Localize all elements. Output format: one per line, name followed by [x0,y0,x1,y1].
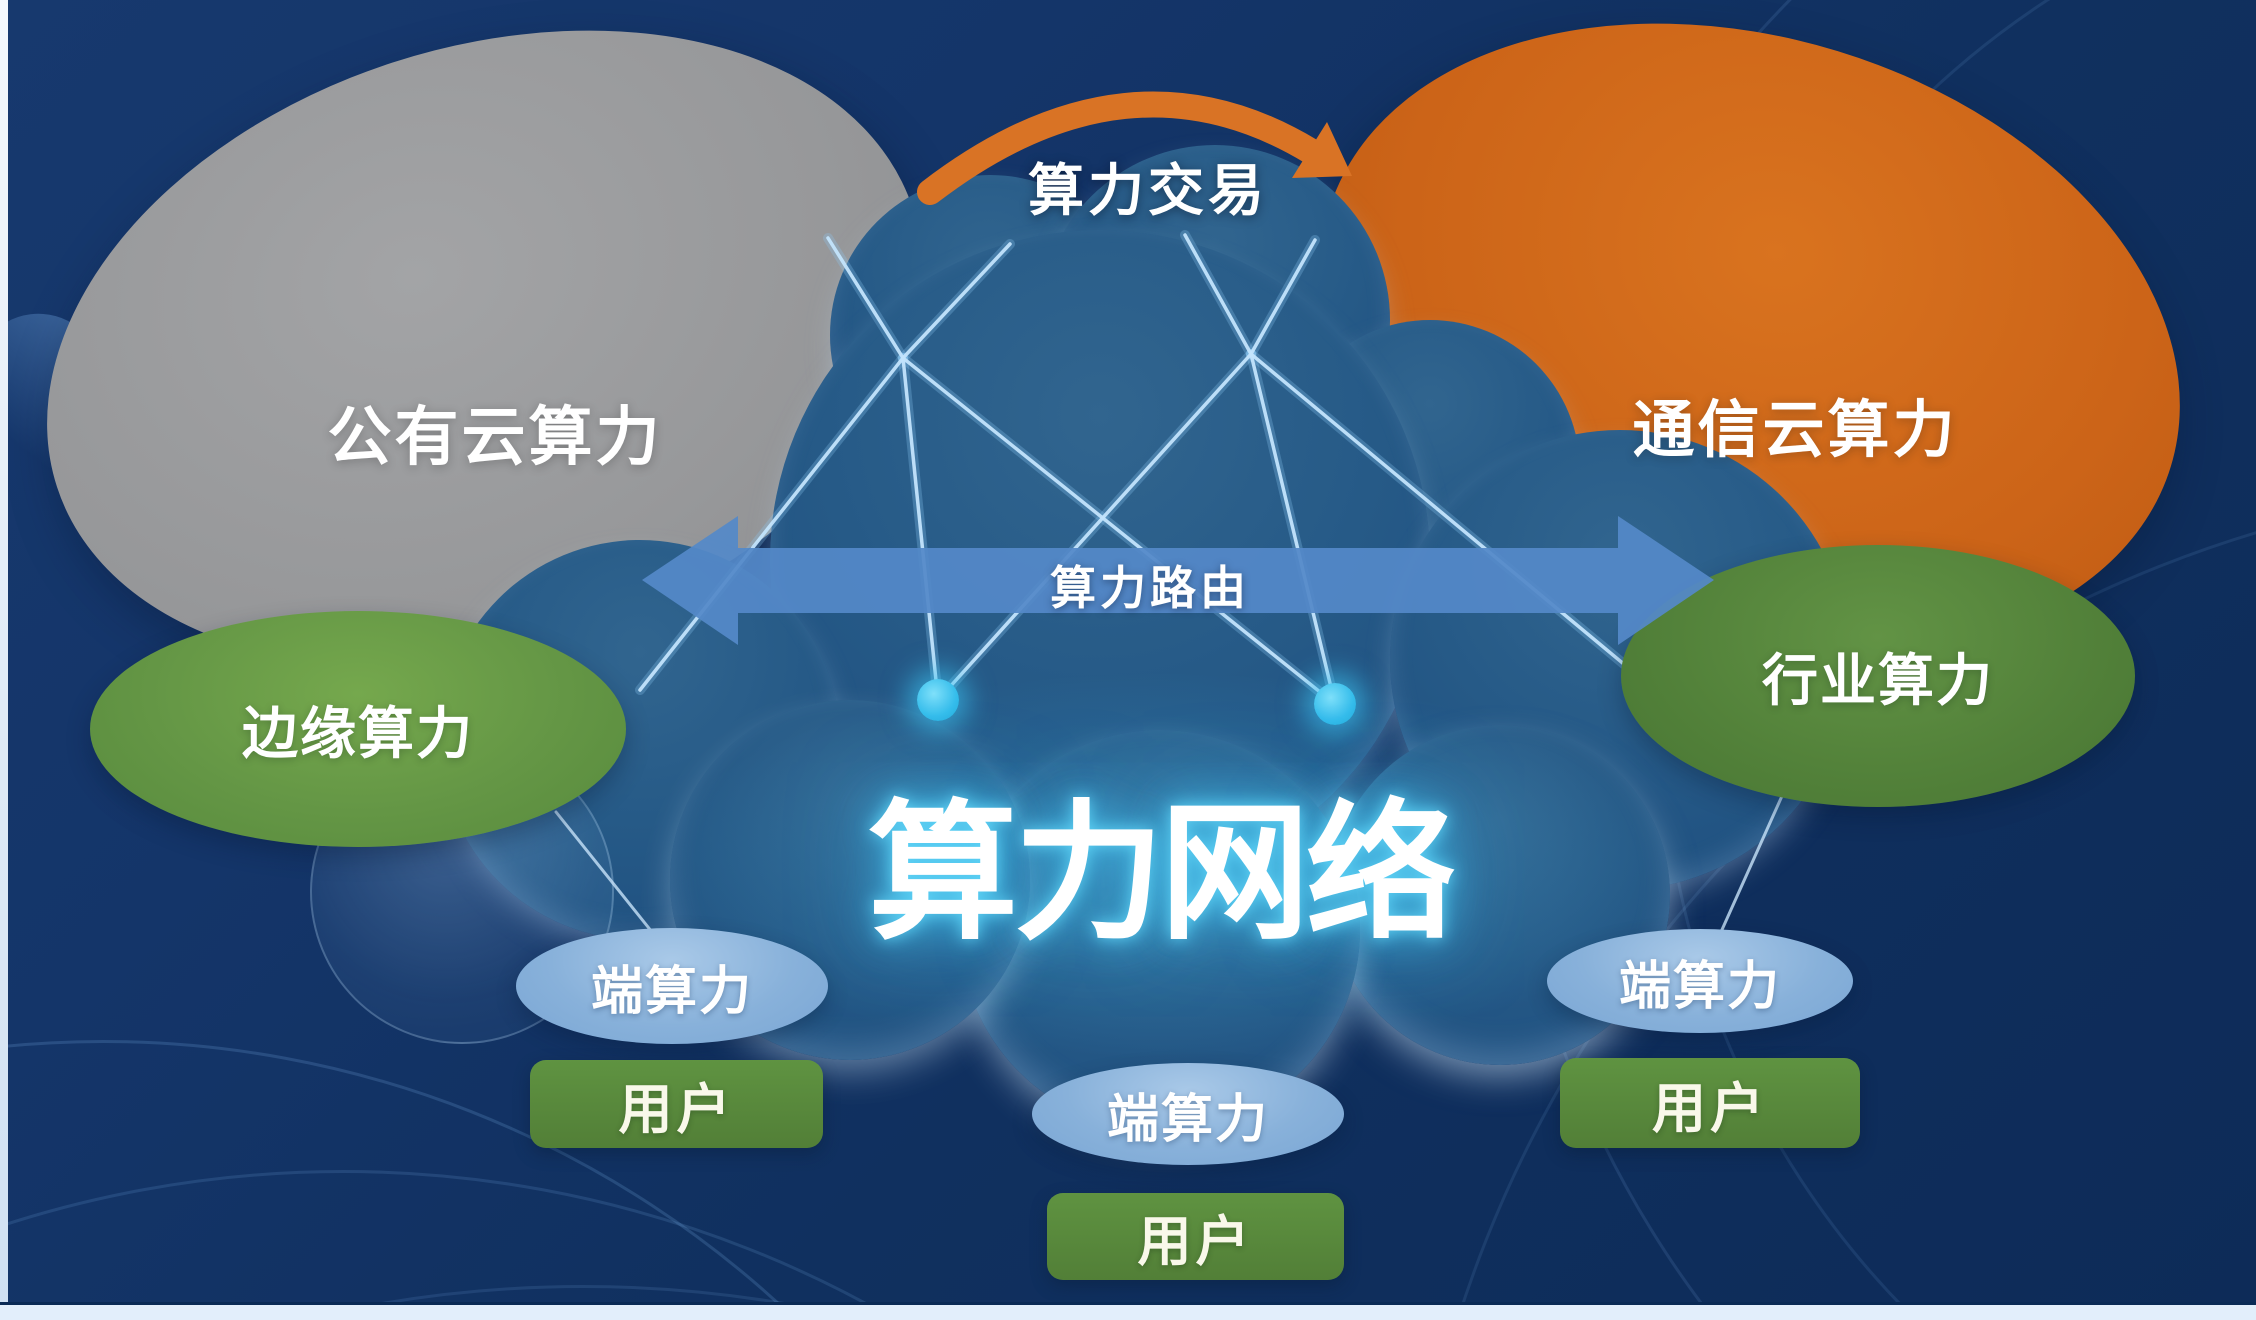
industry-compute-label: 行业算力 [1762,648,1994,712]
routing-double-arrow [642,516,1714,645]
terminal-label: 端算力 [1106,1090,1269,1149]
user-box-left: 用户 [530,1060,823,1148]
user-label: 用户 [1652,1078,1768,1139]
public-cloud-label: 公有云算力 [327,401,663,473]
terminal-node-right: 端算力 [1547,929,1853,1033]
edge-compute-label: 边缘算力 [242,701,474,765]
edge-compute-node: 边缘算力 [90,611,626,847]
trade-arrow-arc [917,91,1325,205]
user-box-right: 用户 [1560,1058,1860,1148]
terminal-node-left: 端算力 [516,928,828,1044]
trade-arrow-label: 算力交易 [1028,159,1268,222]
terminal-label: 端算力 [1618,957,1781,1016]
telecom-cloud-label: 通信云算力 [1632,396,1958,465]
user-label: 用户 [618,1079,735,1140]
user-box-center: 用户 [1047,1193,1344,1280]
network-node-dot [917,679,959,721]
network-lines [554,233,1784,954]
screen-edge-bottom [0,1302,2256,1320]
user-label: 用户 [1137,1212,1254,1272]
terminal-node-center: 端算力 [1032,1063,1344,1165]
trade-arrow-head [1292,122,1352,178]
network-node-dot [1314,683,1356,725]
diagram-title: 算力网络 [867,789,1456,957]
industry-compute-node: 行业算力 [1621,545,2135,807]
routing-arrow-label: 算力路由 [1050,562,1250,614]
industry-to-terminal-connector [1710,794,1784,954]
terminal-label: 端算力 [590,962,753,1021]
screen-edge-left [0,0,8,1320]
